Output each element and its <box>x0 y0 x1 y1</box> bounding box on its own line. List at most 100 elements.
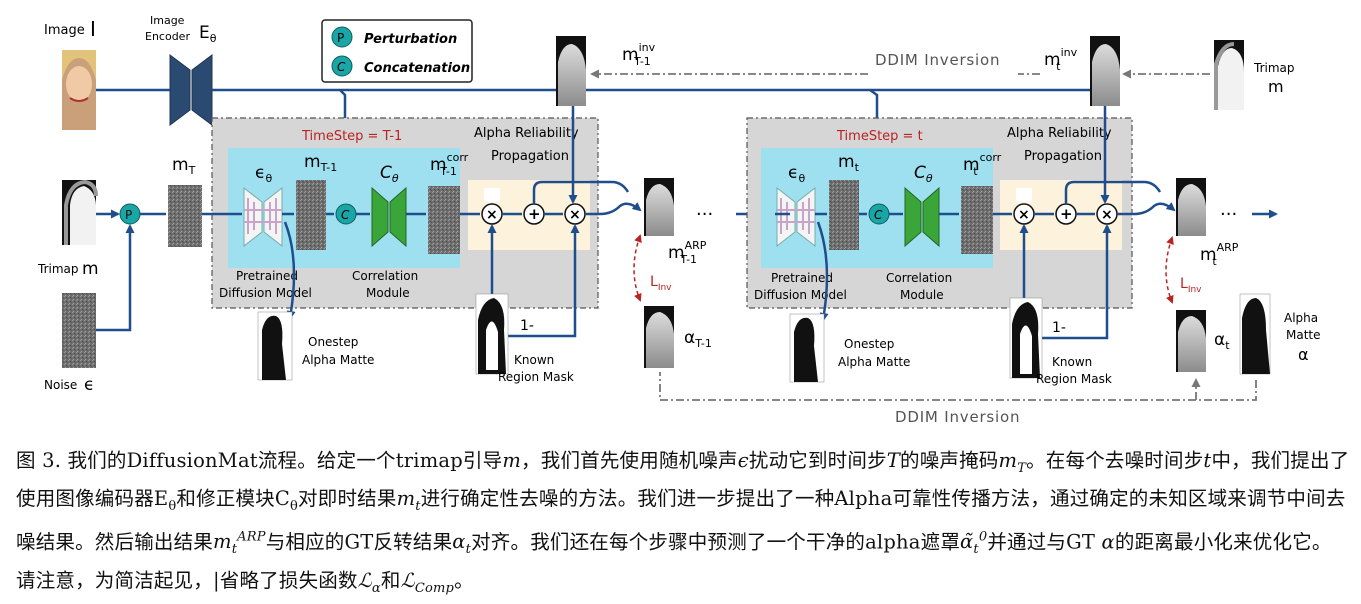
left-known-mask-thumbnail <box>475 293 509 375</box>
final-alpha-matte-1: Alpha <box>1284 311 1318 325</box>
caption-part-3: 的噪声掩码 <box>900 449 999 472</box>
right-arp-title-2: Propagation <box>1024 149 1102 164</box>
left-known-2: Region Mask <box>498 370 574 384</box>
pipeline-figure: Image I Image Encoder Eθ Trimap m Noise … <box>37 14 1321 426</box>
right-one-minus: 1- <box>1052 320 1066 336</box>
right-corr-mask <box>961 186 993 254</box>
right-arrow-onestep <box>816 221 829 322</box>
top-trimap-symbol: m <box>1268 77 1284 96</box>
left-onestep-1: Onestep <box>308 335 358 349</box>
left-correlation-module-shape <box>371 186 407 248</box>
right-arrow-1minus <box>1042 224 1112 340</box>
image-encoder-shape <box>169 54 213 126</box>
caption-part-11: 并通过与GT <box>987 530 1096 554</box>
left-c-label: Cθ <box>380 163 399 185</box>
right-mid-mask <box>829 180 859 250</box>
right-onestep-alpha-thumbnail <box>789 313 825 383</box>
right-known-1: Known <box>1052 355 1092 369</box>
left-inv-mask-thumbnail <box>556 36 586 106</box>
left-onestep-2: Alpha Matte <box>302 353 374 367</box>
right-arrow-feedback <box>1064 180 1162 204</box>
left-eps-label: ϵθ <box>255 163 272 185</box>
mT-label: mT <box>172 155 196 177</box>
right-mult-node-2-label: × <box>1101 207 1113 223</box>
left-arrow-to-arp <box>585 202 642 216</box>
svg-text:P: P <box>337 31 344 45</box>
left-corr-module-2: Module <box>366 286 410 300</box>
caption-part-5: 中，我们提出了使用图像编码器 <box>16 449 1350 511</box>
right-eps-label: ϵθ <box>788 163 805 185</box>
left-mult-node-1-label: × <box>486 207 498 223</box>
right-alpha-thumbnail <box>1176 310 1206 372</box>
caption-part-10: 对齐。我们还在每个步骤中预测了一个干净的alpha遮罩 <box>471 530 961 554</box>
right-onestep-1: Onestep <box>844 337 894 351</box>
right-correlation-module-shape <box>904 186 940 248</box>
right-concat-node-label: C <box>874 208 883 222</box>
right-plus-node-label: + <box>1060 205 1073 223</box>
noisy-mask-mT <box>168 185 202 247</box>
legend-box: P Perturbation C Concatenation <box>321 19 473 83</box>
left-pretrained-1: Pretrained <box>236 269 298 283</box>
legend-concatenation: Concatenation <box>364 61 470 76</box>
left-arrow-onestep <box>283 221 296 320</box>
left-pretrained-2: Diffusion Model <box>219 286 312 300</box>
caption-lead: 图 3. 我们的DiffusionMat流程。给定一个trimap引导 <box>16 449 503 472</box>
image-symbol: I <box>90 17 96 41</box>
left-arrow-feedback <box>532 180 630 204</box>
right-mult-node-1-label: × <box>1018 207 1030 223</box>
right-alpha: αt <box>1214 330 1230 352</box>
left-loss: LInv <box>650 274 672 293</box>
left-alpha: αT-1 <box>684 328 712 350</box>
right-arrow-to-arp <box>1117 202 1176 216</box>
svg-text:C: C <box>337 60 346 74</box>
final-alpha-matte-thumbnail <box>1239 293 1271 375</box>
noise-thumbnail <box>62 293 96 368</box>
ddim-bottom-label: DDIM Inversion <box>895 408 1020 426</box>
left-known-1: Known <box>514 353 554 367</box>
left-unet-shape <box>243 186 283 248</box>
final-alpha-matte-2: Matte <box>1286 328 1321 342</box>
caption-part-12: 的距离最小化来优化它。请注意，为简洁起见，|省略了损失函数 <box>16 530 1332 592</box>
encoder-label-1: Image <box>150 14 185 27</box>
caption-part-14: 。 <box>454 568 474 592</box>
left-mult-node-2-label: × <box>569 207 581 223</box>
left-loss-arrow <box>633 234 642 302</box>
ellipsis-left: ··· <box>696 204 713 225</box>
perturbation-node-label: P <box>125 208 132 222</box>
ddim-top-label: DDIM Inversion <box>875 51 1000 69</box>
left-arrow-1minus <box>508 224 580 338</box>
left-arp-title-2: Propagation <box>491 149 569 164</box>
ellipsis-right: ··· <box>1220 204 1237 225</box>
right-corr-module-1: Correlation <box>886 271 952 285</box>
left-corr-module-1: Correlation <box>352 269 418 283</box>
trimap-input-symbol: m <box>82 259 99 279</box>
right-unet-shape <box>776 186 816 248</box>
left-one-minus: 1- <box>520 318 534 334</box>
encoder-label-2: Encoder <box>145 30 190 43</box>
right-pretrained-2: Diffusion Model <box>754 288 847 302</box>
left-arp-title-1: Alpha Reliability <box>474 126 579 141</box>
final-alpha-symbol: α <box>1298 345 1309 364</box>
top-trimap-thumbnail <box>1214 40 1244 110</box>
left-timestep: TimeStep = T-1 <box>301 129 402 144</box>
caption-part-6: 和修正模块 <box>176 487 275 511</box>
caption-part-13: 和 <box>380 568 401 592</box>
ddim-bottom-line <box>659 372 1257 401</box>
right-mid-var: mt <box>838 152 860 174</box>
encoder-symbol: Eθ <box>199 23 217 45</box>
caption-part-8: 进行确定性去噪的方法。我们进一步提出了一种Alpha可靠性传播方法，通过确定的未… <box>16 487 1346 554</box>
trimap-input-thumbnail <box>62 179 98 245</box>
arrow-noise-to-p <box>96 224 135 332</box>
caption-part-9: 与相应的GT反转结果 <box>265 530 453 554</box>
right-inv-mask-thumbnail <box>1090 36 1120 106</box>
left-alpha-thumbnail <box>644 306 674 368</box>
right-loss-arrow <box>1165 236 1174 304</box>
noise-symbol: ϵ <box>84 375 94 395</box>
right-corr-module-2: Module <box>900 288 944 302</box>
left-corr-mask <box>428 186 460 254</box>
